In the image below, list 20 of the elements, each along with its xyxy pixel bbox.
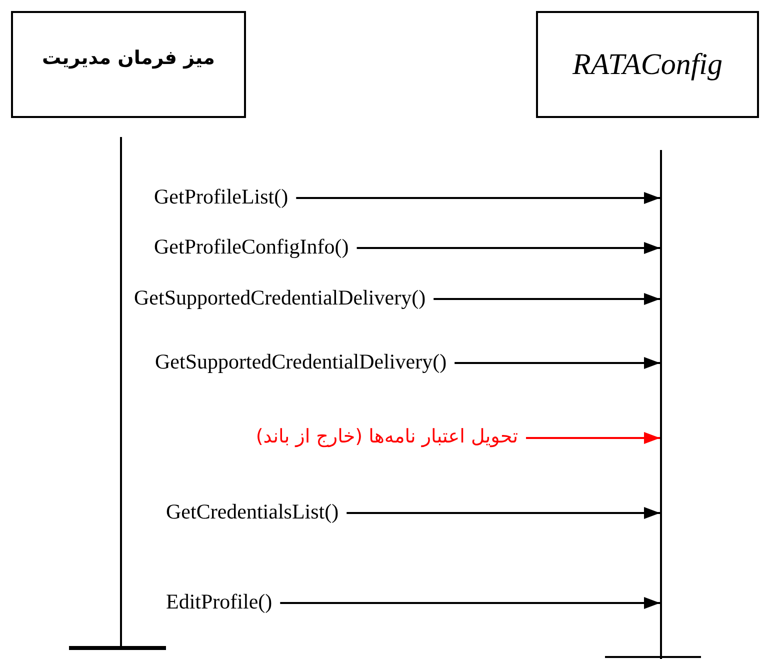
message-label: GetCredentialsList() xyxy=(166,499,339,525)
message-arrow xyxy=(454,357,660,369)
message-label: GetSupportedCredentialDelivery() xyxy=(155,349,447,375)
participant-name: میز فرمان مدیریت xyxy=(42,46,215,68)
message-label: تحویل اعتبار نامه‌ها (خارج از باند) xyxy=(256,426,518,448)
message-arrow xyxy=(434,293,660,305)
message-arrow xyxy=(346,507,660,519)
message-arrow xyxy=(356,242,660,254)
message-label: EditProfile() xyxy=(166,589,272,615)
message-arrow xyxy=(296,192,660,204)
message-label: GetProfileConfigInfo() xyxy=(154,234,349,260)
message-label: GetSupportedCredentialDelivery() xyxy=(134,285,426,311)
participant-box xyxy=(536,11,759,118)
lifeline xyxy=(660,150,662,659)
participant-box xyxy=(11,11,246,118)
participant-name: RATAConfig xyxy=(572,48,722,82)
message-arrow xyxy=(526,432,660,444)
lifeline xyxy=(120,137,122,648)
message-arrow xyxy=(280,597,660,609)
message-label: GetProfileList() xyxy=(154,184,288,210)
